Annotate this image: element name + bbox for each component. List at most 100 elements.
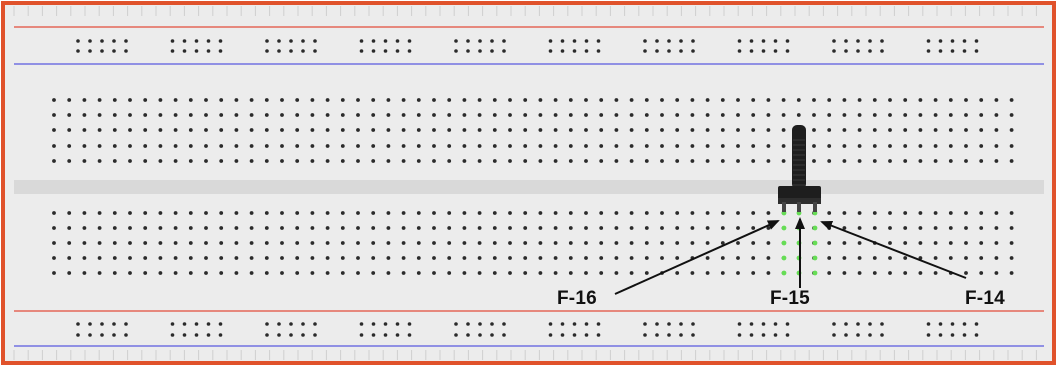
terminal-hole <box>416 211 421 215</box>
terminal-hole <box>736 113 740 117</box>
terminal-hole <box>827 256 832 260</box>
terminal-hole <box>234 226 239 230</box>
terminal-hole <box>872 144 877 148</box>
terminal-hole <box>204 159 208 163</box>
terminal-hole <box>705 98 710 102</box>
terminal-hole <box>204 241 208 245</box>
pointer-arrow-f14 <box>820 220 967 279</box>
terminal-hole <box>508 271 512 275</box>
rail-hole <box>182 39 187 43</box>
rail-hole <box>301 322 305 326</box>
terminal-hole <box>751 256 756 260</box>
terminal-hole <box>158 241 163 245</box>
terminal-hole <box>1009 113 1014 117</box>
terminal-hole <box>614 211 619 215</box>
terminal-hole <box>994 159 999 163</box>
terminal-hole <box>644 128 649 132</box>
terminal-hole <box>477 113 482 117</box>
terminal-hole <box>675 271 680 275</box>
terminal-hole <box>462 98 467 102</box>
rail-hole <box>277 322 281 326</box>
terminal-hole <box>796 98 801 102</box>
terminal-hole <box>462 211 467 215</box>
terminal-hole <box>173 144 178 148</box>
rail-hole <box>407 333 412 337</box>
terminal-hole <box>188 241 193 245</box>
terminal-hole <box>736 226 740 230</box>
rail-hole <box>395 333 400 337</box>
rail-hole <box>655 333 659 337</box>
rail-hole <box>88 49 92 53</box>
terminal-hole <box>158 128 163 132</box>
rail-hole <box>218 333 223 337</box>
terminal-hole <box>143 98 148 102</box>
rail-hole <box>962 322 967 326</box>
rail-hole <box>466 39 470 43</box>
terminal-hole <box>918 226 923 230</box>
rail-hole <box>974 49 979 53</box>
terminal-hole <box>553 113 558 117</box>
rail-hole <box>76 49 80 53</box>
rail-hole <box>773 322 778 326</box>
terminal-hole <box>340 271 345 275</box>
terminal-hole <box>234 271 239 275</box>
terminal-hole <box>188 159 193 163</box>
terminal-hole <box>371 226 376 230</box>
terminal-hole <box>188 98 193 102</box>
terminal-hole <box>492 128 497 132</box>
terminal-hole <box>249 113 254 117</box>
terminal-hole <box>857 159 862 163</box>
terminal-hole <box>690 98 695 102</box>
terminal-hole <box>918 98 923 102</box>
rail-hole <box>478 39 482 43</box>
terminal-hole <box>432 241 436 245</box>
terminal-hole <box>462 256 467 260</box>
terminal-hole <box>948 98 953 102</box>
terminal-hole <box>416 159 421 163</box>
rail-hole <box>962 333 967 337</box>
terminal-hole <box>432 128 436 132</box>
terminal-hole <box>675 159 680 163</box>
terminal-hole <box>872 128 877 132</box>
terminal-hole <box>842 113 847 117</box>
terminal-hole <box>766 256 771 260</box>
terminal-hole <box>204 211 208 215</box>
terminal-hole <box>386 241 391 245</box>
rail-hole <box>596 39 601 43</box>
terminal-hole <box>128 144 132 148</box>
terminal-hole <box>249 211 254 215</box>
terminal-hole <box>310 144 315 148</box>
terminal-hole <box>386 226 391 230</box>
terminal-hole <box>766 211 771 215</box>
terminal-hole <box>158 211 163 215</box>
terminal-hole <box>340 241 345 245</box>
terminal-hole <box>599 226 604 230</box>
terminal-hole <box>128 211 132 215</box>
terminal-hole <box>280 241 284 245</box>
terminal-hole <box>842 211 847 215</box>
terminal-hole <box>82 226 87 230</box>
rail-hole <box>548 49 553 53</box>
rail-hole <box>880 49 884 53</box>
terminal-hole <box>386 159 391 163</box>
terminal-hole <box>736 241 740 245</box>
terminal-hole <box>523 256 528 260</box>
rail-hole <box>938 333 943 337</box>
terminal-hole <box>143 159 148 163</box>
terminal-hole <box>523 271 528 275</box>
rail-hole <box>454 49 458 53</box>
rail-hole <box>691 322 695 326</box>
terminal-hole <box>447 113 452 117</box>
rail-hole <box>584 39 589 43</box>
terminal-hole <box>173 241 178 245</box>
terminal-hole <box>584 226 588 230</box>
rail-hole <box>194 322 199 326</box>
terminal-hole <box>644 256 649 260</box>
terminal-hole <box>112 241 117 245</box>
rail-hole <box>655 322 659 326</box>
rail-hole <box>206 333 211 337</box>
terminal-hole <box>52 256 56 260</box>
terminal-hole <box>295 241 300 245</box>
rail-hole <box>194 39 199 43</box>
